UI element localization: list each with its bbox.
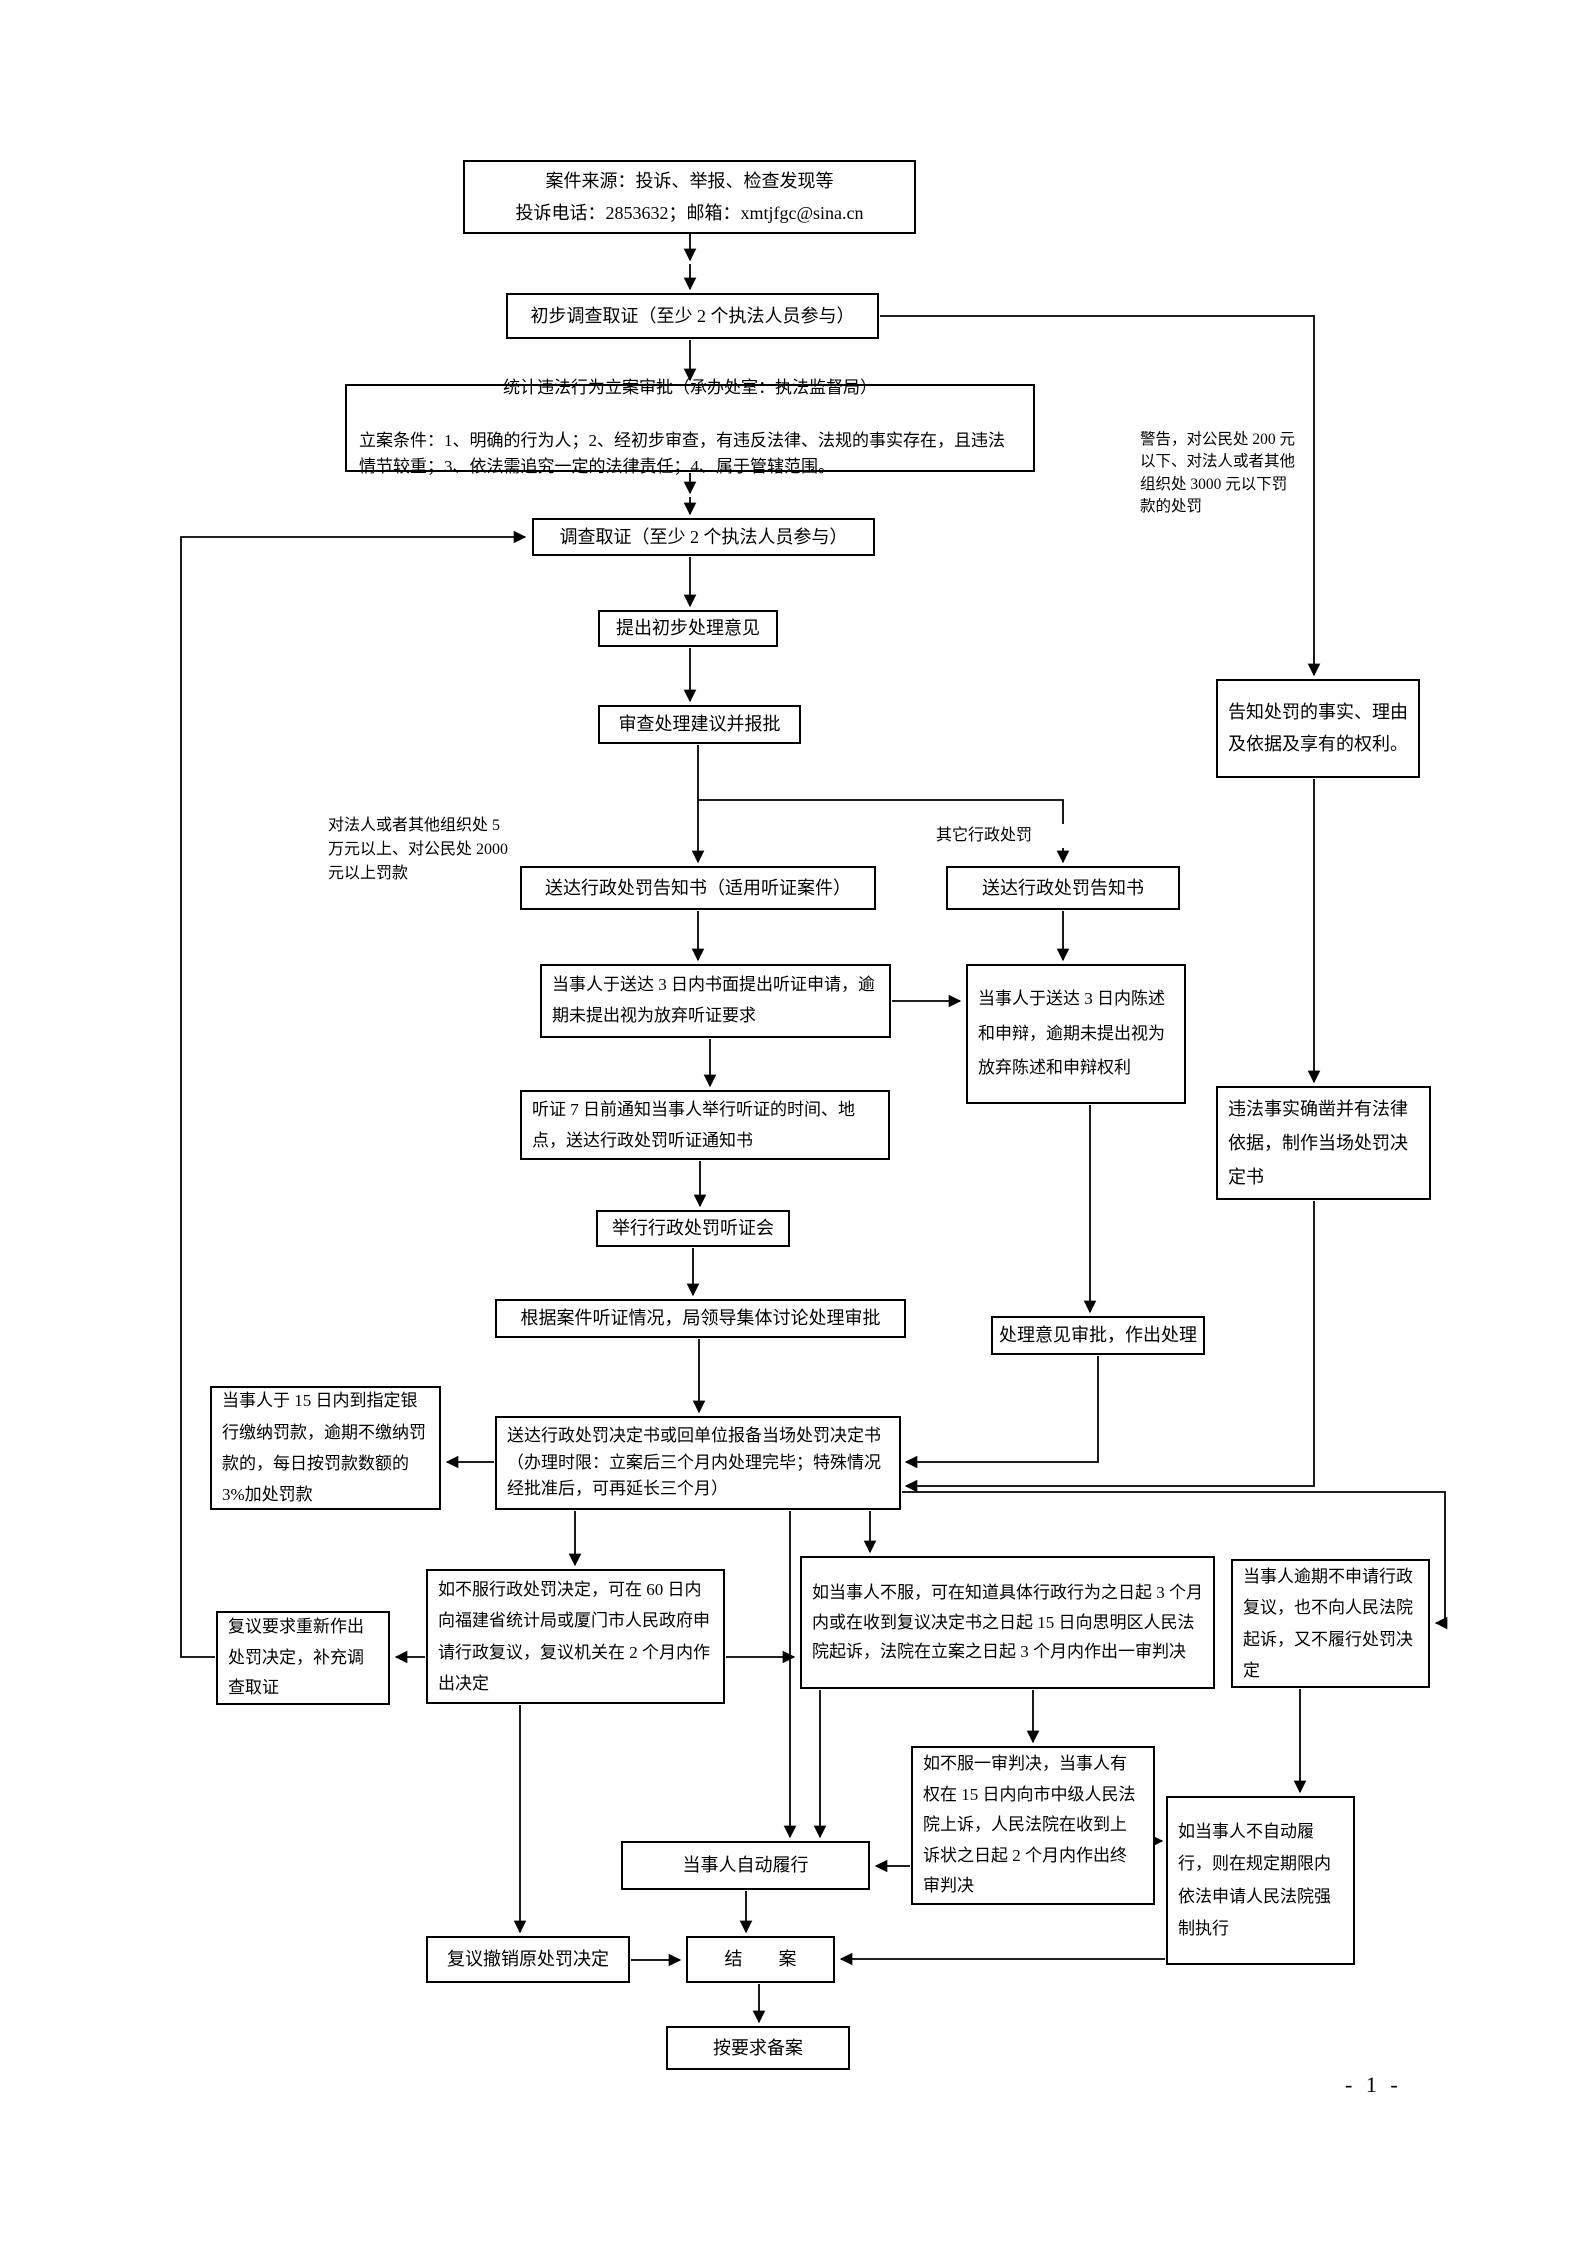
- node-statement-and-defense: 当事人于送达 3 日内陈述和申辩，逾期未提出视为放弃陈述和申辩权利: [966, 964, 1186, 1104]
- node-voluntary-compliance: 当事人自动履行: [621, 1841, 870, 1890]
- node-appeal-final-judgment: 如不服一审判决，当事人有权在 15 日内向市中级人民法院上诉，人民法院在收到上诉…: [911, 1746, 1155, 1905]
- node-penalty-notice: 送达行政处罚告知书: [946, 866, 1180, 910]
- node-hold-hearing: 举行行政处罚听证会: [596, 1210, 790, 1247]
- node-preliminary-investigation: 初步调查取证（至少 2 个执法人员参与）: [506, 293, 879, 339]
- label-large-fine-branch: 对法人或者其他组织处 5 万元以上、对公民处 2000 元以上罚款: [328, 814, 510, 886]
- node-investigation: 调查取证（至少 2 个执法人员参与）: [532, 518, 875, 556]
- node-reconsideration-redo-decision: 复议要求重新作出处罚决定，补充调查取证: [216, 1611, 390, 1705]
- node-lawsuit-first-instance: 如当事人不服，可在知道具体行政行为之日起 3 个月内或在收到复议决定书之日起 1…: [800, 1556, 1215, 1689]
- node-inform-rights: 告知处罚的事实、理由及依据及享有的权利。: [1216, 679, 1420, 778]
- node-review-and-report: 审查处理建议并报批: [598, 705, 801, 744]
- node-hearing-request: 当事人于送达 3 日内书面提出听证申请，逾期未提出视为放弃听证要求: [540, 964, 891, 1038]
- case-filing-approval-title: 统计违法行为立案审批（承办处室：执法监督局）: [503, 378, 877, 398]
- node-administrative-reconsideration: 如不服行政处罚决定，可在 60 日内向福建省统计局或厦门市人民政府申请行政复议，…: [426, 1569, 725, 1704]
- node-opinion-approval: 处理意见审批，作出处理: [991, 1316, 1205, 1355]
- node-penalty-notice-hearing-case: 送达行政处罚告知书（适用听证案件）: [520, 866, 876, 910]
- node-case-source: 案件来源：投诉、举报、检查发现等 投诉电话：2853632；邮箱：xmtjfgc…: [463, 160, 916, 234]
- node-deliver-decision: 送达行政处罚决定书或回单位报备当场处罚决定书（办理时限：立案后三个月内处理完毕；…: [495, 1416, 901, 1510]
- node-hearing-notification: 听证 7 日前通知当事人举行听证的时间、地点，送达行政处罚听证通知书: [520, 1090, 890, 1160]
- node-pay-fine: 当事人于 15 日内到指定银行缴纳罚款，逾期不缴纳罚款的，每日按罚款数额的 3%…: [210, 1386, 441, 1510]
- node-reconsideration-revoke: 复议撤销原处罚决定: [426, 1936, 630, 1983]
- case-filing-approval-conditions: 立案条件：1、明确的行为人；2、经初步审查，有违反法律、法规的事实存在，且违法情…: [359, 431, 1005, 477]
- page-number: - 1 -: [1345, 2072, 1402, 2097]
- node-filing-for-record: 按要求备案: [666, 2026, 850, 2070]
- node-initial-opinion: 提出初步处理意见: [598, 610, 778, 647]
- node-case-filing-approval: 统计违法行为立案审批（承办处室：执法监督局） 立案条件：1、明确的行为人；2、经…: [345, 378, 1035, 476]
- node-collective-discussion: 根据案件听证情况，局领导集体讨论处理审批: [495, 1299, 906, 1338]
- node-close-case: 结 案: [686, 1936, 835, 1983]
- label-warning-minor-penalty: 警告，对公民处 200 元以下、对法人或者其他组织处 3000 元以下罚款的处罚: [1140, 429, 1298, 519]
- node-overdue-noncompliance: 当事人逾期不申请行政复议，也不向人民法院起诉，又不履行处罚决定: [1231, 1559, 1430, 1688]
- node-onspot-decision: 违法事实确凿并有法律依据，制作当场处罚决定书: [1216, 1086, 1431, 1200]
- label-other-penalty-branch: 其它行政处罚: [936, 824, 1066, 848]
- node-compulsory-enforcement: 如当事人不自动履行，则在规定期限内依法申请人民法院强制执行: [1166, 1796, 1355, 1965]
